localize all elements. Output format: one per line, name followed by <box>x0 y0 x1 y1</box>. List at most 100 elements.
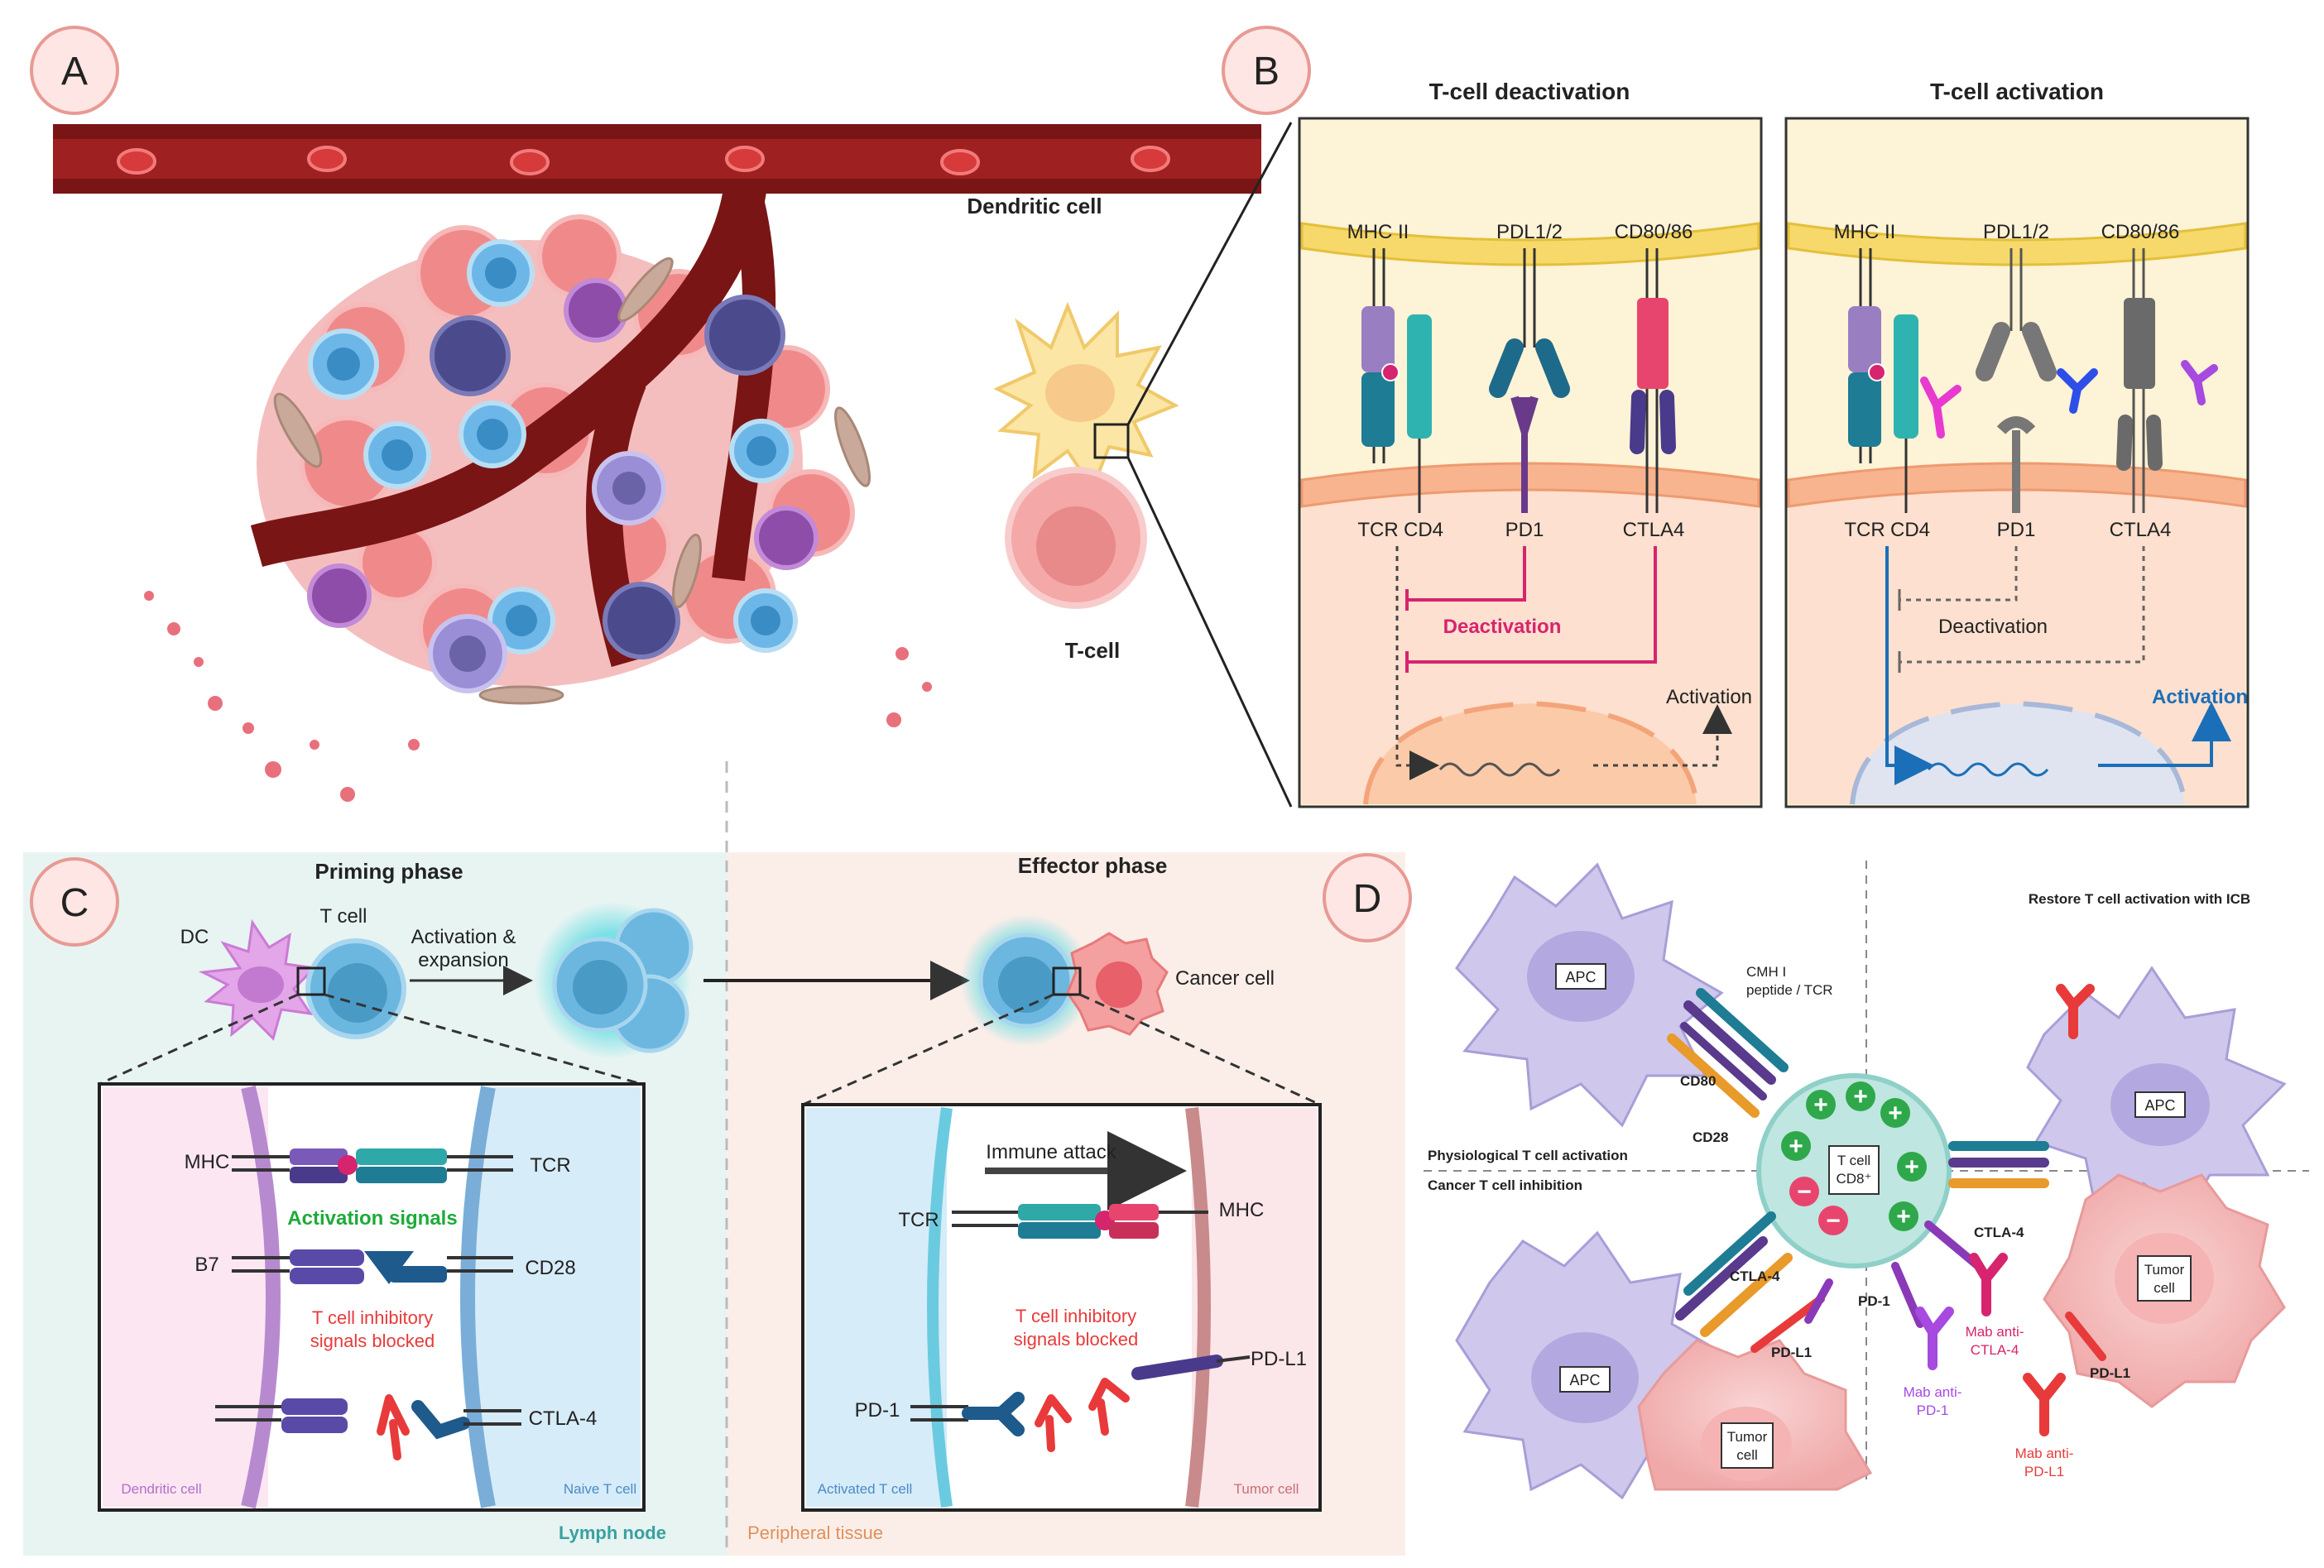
apc-label: APC <box>2144 1097 2175 1114</box>
priming-phase-title: Priming phase <box>315 859 463 884</box>
activated-t-cell <box>960 914 1092 1047</box>
activation-box: T-cell activation <box>1784 79 2250 808</box>
cd8086-label: CD80/86 <box>1615 221 1693 243</box>
zoom-line <box>1126 457 1293 808</box>
t-cell <box>1005 467 1147 609</box>
apc-label: APC <box>1569 1372 1600 1388</box>
naive-t-cell-label: Naive T cell <box>564 1481 636 1497</box>
cd4-label: CD4 <box>1404 519 1443 541</box>
pdl1-label: PD-L1 <box>2090 1365 2130 1381</box>
cd80-label: CD80 <box>1680 1073 1716 1089</box>
mhc-tcr-complex <box>1361 248 1432 513</box>
tcr-label: TCR <box>530 1154 570 1177</box>
dendritic-cell-label: Dendritic cell <box>121 1481 201 1497</box>
panel-c: C Priming phase Effector phase DC T cell… <box>23 761 1405 1556</box>
pd1-label: PD1 <box>1997 519 2036 541</box>
activated-t-cell-label: Activated T cell <box>818 1481 913 1497</box>
ctla4-label: CTLA4 <box>2110 519 2172 541</box>
pd1-label: PD-1 <box>1858 1293 1890 1309</box>
cd4-label: CD4 <box>1890 519 1930 541</box>
deactivation-box: T-cell deactivation <box>1298 79 1763 808</box>
mab-ctla4-label-2: CTLA-4 <box>1971 1342 2019 1358</box>
panel-a-letter: A <box>61 50 88 94</box>
mhc-tcr-complex <box>1848 248 1918 513</box>
receptor-pairs-bottom-left <box>1675 1211 1833 1353</box>
deactivation-signal-label: Deactivation <box>1938 616 2048 638</box>
cmh-label-1: CMH I <box>1746 964 1786 980</box>
red-blood-cells <box>117 146 1170 175</box>
cd28-label: CD28 <box>1693 1129 1728 1145</box>
pdl12-label: PDL1/2 <box>1983 221 2049 243</box>
ctla4-label: CTLA4 <box>1623 519 1685 541</box>
panel-b-letter: B <box>1253 50 1280 94</box>
pd1-label: PD1 <box>1505 519 1544 541</box>
immune-attack-label: Immune attack <box>986 1141 1116 1163</box>
apc-right: APC <box>2026 966 2287 1219</box>
plus-sign: + <box>1904 1153 1919 1181</box>
dendritic-cell <box>993 301 1179 492</box>
pdl1-label: PD-L1 <box>1251 1348 1307 1370</box>
activation-signal-label: Activation <box>1666 686 1752 708</box>
panel-c-badge <box>30 857 119 947</box>
effector-zoom-box: Immune attack TCR MHC T cell inhibitory … <box>801 1103 1322 1512</box>
plus-sign: + <box>1789 1133 1803 1160</box>
b7-label: B7 <box>194 1254 218 1276</box>
mhc2-label: MHC II <box>1834 221 1896 243</box>
zoom-line <box>1126 122 1293 425</box>
tcr-label: TCR <box>898 1209 939 1231</box>
minus-sign: − <box>1797 1178 1812 1206</box>
priming-zoom-box: MHC TCR Activation signals B7 CD28 T cel… <box>98 1082 646 1512</box>
panel-b: B T-cell deactivation <box>1222 26 2250 808</box>
ctla4-label: CTLA-4 <box>1730 1268 1780 1284</box>
lymph-node-label: Lymph node <box>559 1522 666 1543</box>
zoom-box <box>1093 423 1130 459</box>
tumor-cell-bottom: Tumor cell <box>1637 1339 1873 1491</box>
apc-label: APC <box>1565 969 1596 985</box>
ctla4-label: CTLA-4 <box>1974 1225 2024 1240</box>
panel-a-badge <box>30 26 119 115</box>
panel-d-letter: D <box>1353 877 1382 921</box>
naive-t-cell <box>305 938 406 1039</box>
panel-c-letter: C <box>60 881 89 925</box>
cmh-label-2: peptide / TCR <box>1746 982 1833 998</box>
cancer-cell-label: Cancer cell <box>1175 967 1275 990</box>
restore-label: Restore T cell activation with ICB <box>2029 891 2250 907</box>
deactivation-signal-label: Deactivation <box>1443 616 1562 638</box>
deactivation-title: T-cell deactivation <box>1429 79 1630 104</box>
ctla4-label: CTLA-4 <box>529 1407 598 1430</box>
mab-ctla4-label-1: Mab anti- <box>1966 1324 2024 1340</box>
inhibitory-label-2: signals blocked <box>310 1331 435 1351</box>
dc-cell <box>198 918 318 1041</box>
cd80-ctla4-complex <box>1630 248 1676 513</box>
pdl1-pd1-complex <box>1489 248 1570 513</box>
receptor-pairs-top-left <box>1667 988 1789 1118</box>
tcell-label-2: CD8⁺ <box>1837 1171 1872 1187</box>
tcr-label: TCR <box>1844 519 1885 541</box>
minus-sign: − <box>1826 1207 1841 1235</box>
blood-vessel-lumen <box>53 139 1261 179</box>
cd8-t-cell: T cell CD8⁺ + + + + + + − − <box>1756 1073 1952 1268</box>
panel-d-badge <box>1323 853 1412 942</box>
vessel-branch <box>712 185 776 582</box>
tumor-label-2: cell <box>1736 1447 1758 1463</box>
plus-sign: + <box>1896 1203 1911 1230</box>
dendritic-cell-label: Dendritic cell <box>967 194 1102 218</box>
mhc-label: MHC <box>185 1151 230 1173</box>
mab-pd1-label-1: Mab anti- <box>1904 1384 1962 1400</box>
secreted-factors <box>144 591 932 802</box>
inhibitory-label-1: T cell inhibitory <box>1016 1306 1136 1326</box>
plus-sign: + <box>1813 1091 1828 1119</box>
pdl12-label: PDL1/2 <box>1496 221 1563 243</box>
panel-b-badge <box>1222 26 1311 115</box>
physiological-label: Physiological T cell activation <box>1428 1148 1628 1163</box>
immune-cells <box>307 239 819 693</box>
panel-a: Dendritic cell T-cell A <box>30 26 1293 808</box>
dc-label: DC <box>180 926 209 948</box>
pdl1-receptor <box>2065 1311 2106 1361</box>
activation-signal-label: Activation <box>2152 686 2248 708</box>
cd80-ctla4-blocked <box>2057 248 2218 513</box>
tumor-label-1: Tumor <box>1727 1429 1768 1445</box>
panel-d: D Restore T cell activation with ICB Phy… <box>1323 853 2309 1500</box>
tumor-cell-label: Tumor cell <box>1234 1481 1299 1497</box>
t-cell-label: T cell <box>320 905 367 928</box>
